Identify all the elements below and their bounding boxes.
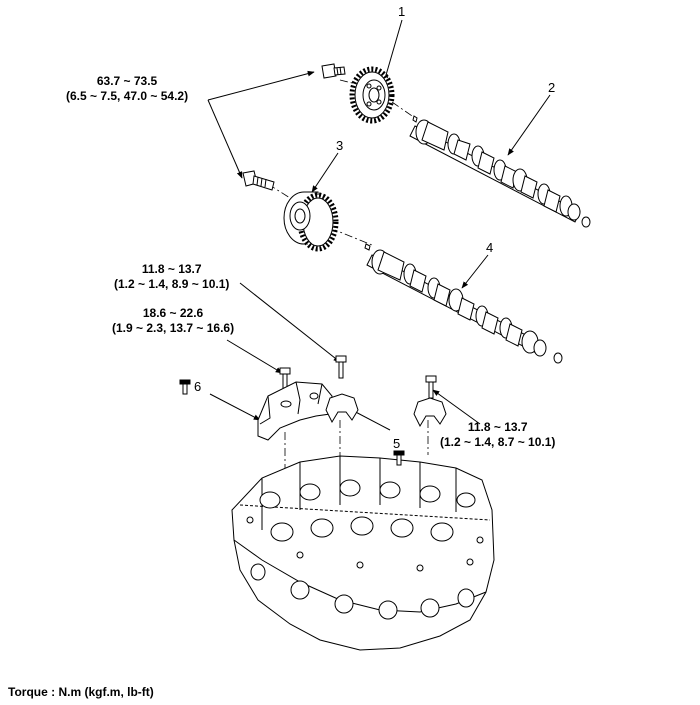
torque-label-bracket-upper: 11.8 ~ 13.7 (1.2 ~ 1.4, 8.9 ~ 10.1) (114, 262, 230, 291)
hammer-icon-5 (393, 450, 405, 466)
leader-lines (207, 19, 551, 431)
callout-3: 3 (336, 138, 344, 153)
torque-unit-note: Torque : N.m (kgf.m, lb-ft) (8, 685, 154, 699)
bracket-bolts (279, 355, 437, 399)
camshaft-sprocket (349, 66, 395, 124)
sprocket-bolt-upper (321, 63, 346, 79)
callout-2: 2 (548, 80, 556, 95)
torque-label-cap-bolt: 11.8 ~ 13.7 (1.2 ~ 1.4, 8.7 ~ 10.1) (440, 420, 556, 449)
callout-4: 4 (486, 240, 494, 255)
callout-6: 6 (194, 379, 202, 394)
torque-label-sprocket-bolts: 63.7 ~ 73.5 (6.5 ~ 7.5, 47.0 ~ 54.2) (66, 74, 189, 103)
camshaft-lower (364, 243, 563, 364)
cvvt-sprocket (283, 191, 339, 252)
callout-1: 1 (398, 4, 406, 19)
cylinder-head (231, 455, 495, 651)
camshaft-front-bracket (257, 381, 333, 441)
hammer-icon-6 (179, 379, 191, 395)
callout-5: 5 (393, 436, 401, 451)
torque-label-bracket-lower: 18.6 ~ 22.6 (1.9 ~ 2.3, 13.7 ~ 16.6) (112, 306, 235, 335)
bearing-caps (325, 393, 447, 428)
camshaft-upper (409, 115, 591, 228)
sprocket-bolt-lower (242, 170, 275, 191)
